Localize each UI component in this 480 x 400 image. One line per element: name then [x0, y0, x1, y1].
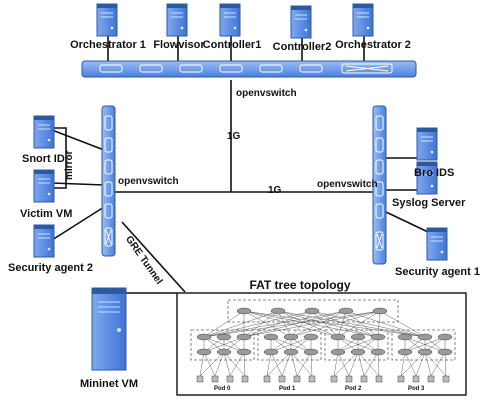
pod-2-label: Pod 2 — [345, 386, 362, 392]
host-icon — [308, 375, 316, 383]
bro-ids-server-icon — [416, 127, 438, 161]
left-switch — [101, 105, 116, 257]
victim-vm-server-icon — [33, 169, 55, 203]
aggregation-switch-icon — [437, 333, 453, 341]
edge-switch-icon — [216, 348, 232, 356]
right-switch — [372, 105, 387, 265]
controller-1-server-icon — [219, 3, 241, 37]
pod-0-label: Pod 0 — [214, 386, 231, 392]
host-icon — [278, 375, 286, 383]
aggregation-switch-icon — [283, 333, 299, 341]
core-switch-icon — [338, 307, 354, 315]
core-switch-icon — [304, 307, 320, 315]
gre-tunnel-line — [121, 221, 186, 293]
aggregation-switch-icon — [330, 333, 346, 341]
edge-switch-icon — [263, 348, 279, 356]
core-switch-icon — [372, 307, 388, 315]
security-agent-1-label: Security agent 1 — [395, 266, 480, 278]
host-icon — [360, 375, 368, 383]
edge-switch-icon — [330, 348, 346, 356]
security-agent-2-label: Security agent 2 — [8, 262, 93, 274]
edge-switch-icon — [350, 348, 366, 356]
backbone-speed-label: 1G — [268, 185, 282, 196]
host-icon — [241, 375, 249, 383]
host-icon — [375, 375, 383, 383]
snort-ids-server-icon — [33, 115, 55, 149]
orchestrator-2-label: Orchestrator 2 — [335, 39, 411, 51]
host-icon — [293, 375, 301, 383]
bro-ids-label: Bro IDS — [414, 167, 455, 179]
host-icon — [427, 375, 435, 383]
host-icon — [412, 375, 420, 383]
security-agent-1-server-icon — [426, 227, 448, 261]
mininet-server-icon — [91, 287, 127, 371]
uplink-speed-label: 1G — [227, 131, 241, 142]
server-icons — [33, 3, 448, 261]
aggregation-switch-icon — [417, 333, 433, 341]
snort-ids-label: Snort ID — [22, 153, 65, 165]
victim-vm-label: Victim VM — [20, 208, 73, 220]
edge-switch-icon — [196, 348, 212, 356]
host-icon — [211, 375, 219, 383]
syslog-server-label: Syslog Server — [392, 197, 466, 209]
edge-switch-icon — [370, 348, 386, 356]
aggregation-switch-icon — [303, 333, 319, 341]
host-icon — [226, 375, 234, 383]
aggregation-switch-icon — [397, 333, 413, 341]
syslog-server-icon — [416, 161, 438, 195]
controller-2-label: Controller2 — [272, 41, 332, 53]
aggregation-switch-icon — [350, 333, 366, 341]
host-icon — [263, 375, 271, 383]
host-icon — [330, 375, 338, 383]
host-icon — [397, 375, 405, 383]
edge-switch-icon — [397, 348, 413, 356]
pod-3-label: Pod 3 — [408, 386, 425, 392]
fat-tree-title: FAT tree topology — [249, 278, 351, 292]
host-icon — [442, 375, 450, 383]
mirror-label: mirror — [64, 150, 75, 180]
orchestrator-2-server-icon — [352, 3, 374, 37]
edge-switch-icon — [417, 348, 433, 356]
flowvisor-label: Flowvisor — [153, 39, 205, 51]
top-switch — [81, 60, 417, 78]
controller-1-label: Controller1 — [202, 39, 262, 51]
right-openvswitch-label: openvswitch — [317, 179, 378, 190]
core-switch-icon — [270, 307, 286, 315]
core-switch-icon — [236, 307, 252, 315]
edge-switch-icon — [303, 348, 319, 356]
controller-2-server-icon — [290, 5, 312, 39]
edge-switch-icon — [236, 348, 252, 356]
aggregation-switch-icon — [216, 333, 232, 341]
security-agent-2-server-icon — [33, 224, 55, 258]
aggregation-switch-icon — [236, 333, 252, 341]
aggregation-switch-icon — [263, 333, 279, 341]
mininet-vm-label: Mininet VM — [80, 378, 139, 390]
pod-1-label: Pod 1 — [279, 386, 296, 392]
edge-switch-icon — [283, 348, 299, 356]
fat-tree-panel — [176, 292, 467, 396]
aggregation-switch-icon — [196, 333, 212, 341]
left-openvswitch-label: openvswitch — [118, 176, 179, 187]
top-openvswitch-label: openvswitch — [236, 88, 297, 99]
links — [51, 36, 429, 294]
aggregation-switch-icon — [370, 333, 386, 341]
flowvisor-server-icon — [166, 3, 188, 37]
orchestrator-1-server-icon — [96, 3, 118, 37]
host-icon — [345, 375, 353, 383]
orchestrator-1-label: Orchestrator 1 — [70, 39, 146, 51]
edge-switch-icon — [437, 348, 453, 356]
host-icon — [196, 375, 204, 383]
mirror-line — [52, 127, 67, 189]
